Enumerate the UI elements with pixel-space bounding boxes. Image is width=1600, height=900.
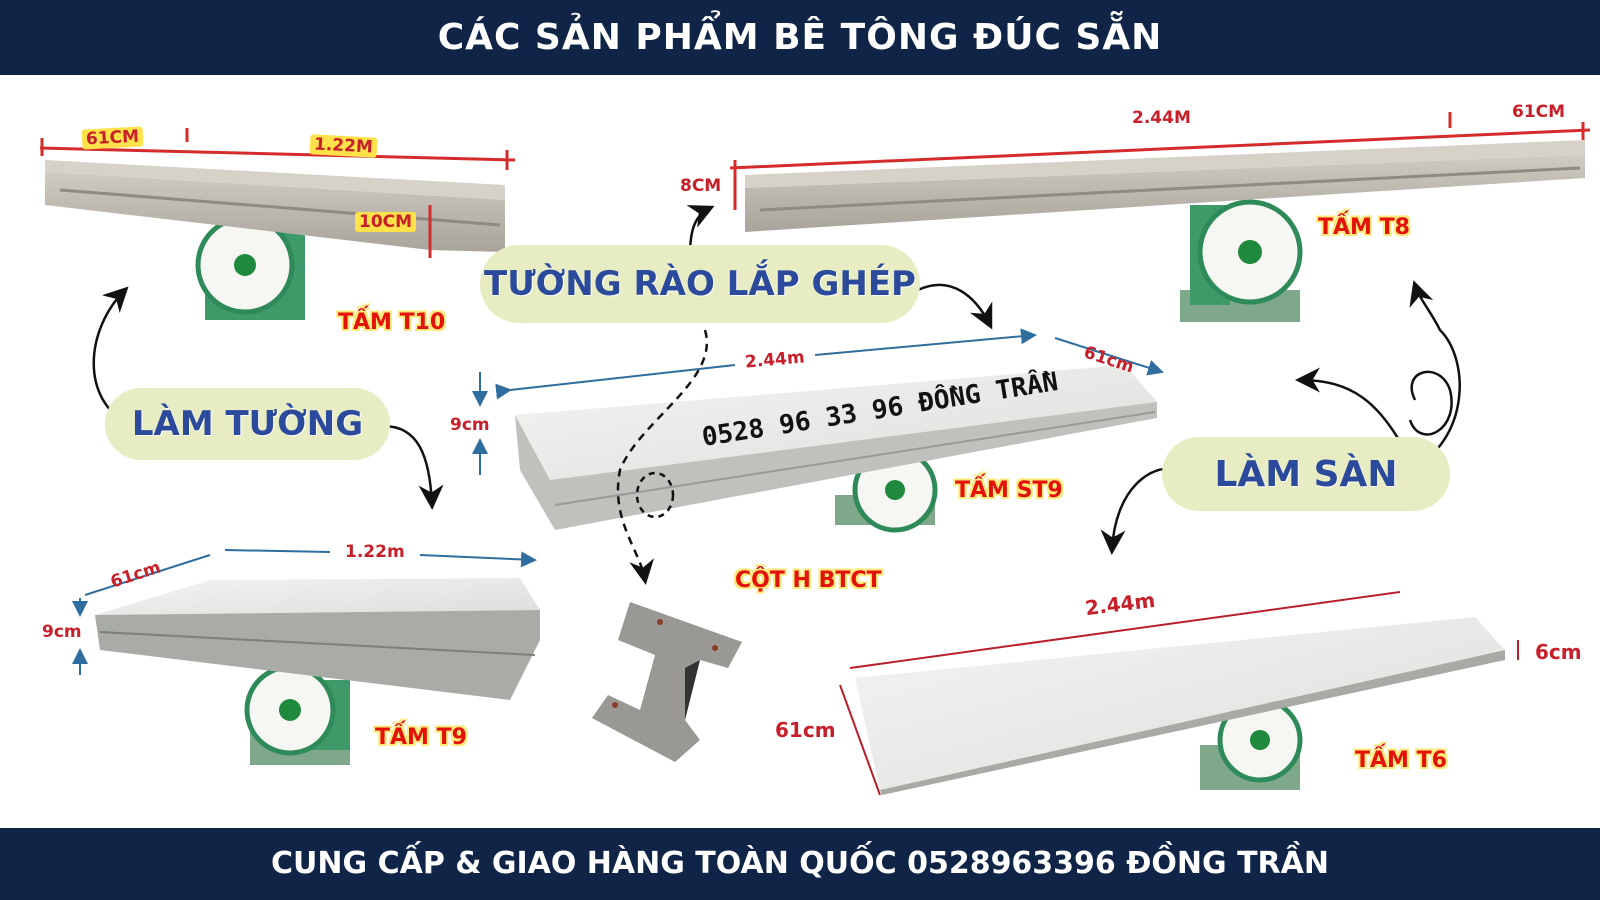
label-t10: TẤM T10 — [338, 310, 446, 335]
label-t9: TẤM T9 — [375, 725, 467, 750]
slab-t9 — [95, 578, 540, 700]
dim-t9-thickness: 9cm — [42, 622, 82, 642]
dim-t8-thickness: 8CM — [680, 176, 722, 196]
dim-t9-length: 1.22m — [345, 542, 405, 562]
label-t6: TẤM T6 — [1355, 748, 1447, 773]
dimension-lines — [39, 112, 1591, 258]
dim-t8-width: 61CM — [1512, 102, 1566, 122]
dim-t6-width: 61cm — [775, 718, 836, 742]
pill-fence-label: TƯỜNG RÀO LẮP GHÉP — [484, 264, 916, 304]
slab-t10 — [45, 160, 505, 252]
dimension-lines-t6 — [839, 591, 1519, 796]
slab-t6 — [855, 617, 1505, 795]
scale-t8 — [1180, 199, 1303, 322]
pill-wall-label: LÀM TƯỜNG — [131, 404, 364, 444]
h-column — [592, 602, 742, 762]
dim-t8-length: 2.44M — [1132, 108, 1191, 128]
slab-t8 — [745, 140, 1585, 232]
label-st9: TẤM ST9 — [955, 478, 1063, 503]
footer-banner: CUNG CẤP & GIAO HÀNG TOÀN QUỐC 052896339… — [0, 828, 1600, 900]
footer-text: CUNG CẤP & GIAO HÀNG TOÀN QUỐC 052896339… — [271, 846, 1329, 881]
scale-t9 — [244, 664, 350, 765]
label-column: CỘT H BTCT — [735, 568, 882, 593]
dimension-lines-blue — [72, 328, 1164, 675]
dim-t10-width: 61CM — [81, 126, 144, 150]
dim-t10-thickness: 10CM — [355, 212, 417, 232]
pill-floor: LÀM SÀN — [1162, 437, 1450, 511]
header-banner: CÁC SẢN PHẨM BÊ TÔNG ĐÚC SẴN — [0, 0, 1600, 75]
dim-t6-thickness: 6cm — [1535, 640, 1582, 664]
dim-t10-length: 1.22M — [309, 134, 378, 158]
dim-st9-thickness: 9cm — [450, 415, 490, 435]
pill-floor-label: LÀM SÀN — [1214, 453, 1398, 495]
label-t8: TẤM T8 — [1318, 215, 1410, 240]
pill-wall: LÀM TƯỜNG — [105, 388, 390, 460]
scale-t10 — [195, 215, 305, 320]
scale-t6 — [1200, 697, 1303, 790]
pill-fence: TƯỜNG RÀO LẮP GHÉP — [480, 245, 920, 323]
page-title: CÁC SẢN PHẨM BÊ TÔNG ĐÚC SẴN — [437, 17, 1163, 58]
slab-st9 — [515, 365, 1157, 530]
